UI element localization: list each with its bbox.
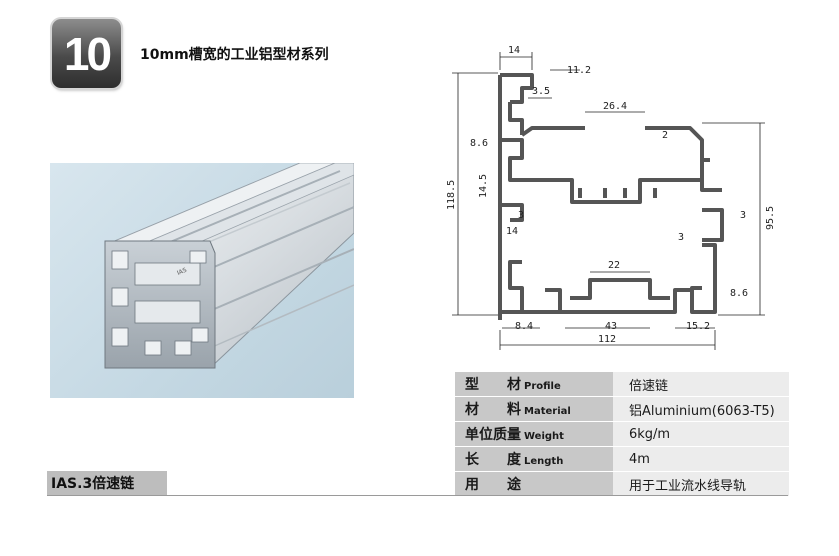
profile-outline <box>498 73 724 320</box>
dim-slot-depth: 11.2 <box>567 65 591 76</box>
spec-value: 倍速链 <box>613 372 789 397</box>
series-number: 10 <box>63 27 112 80</box>
footer-bar: IAS.3倍速链 <box>47 471 788 496</box>
profile-section-drawing: 14 11.2 3.5 26.4 2 8.6 118.5 14.5 3 3 95… <box>440 40 800 360</box>
spec-label-cn: 单位质量 <box>465 427 521 443</box>
dim-right-slot: 8.6 <box>730 288 748 299</box>
extrusion-illustration: IAS <box>104 163 354 369</box>
dim-lip: 3.5 <box>532 86 550 97</box>
spec-row-usage: 用 途 用于工业流水线导轨 <box>455 471 789 497</box>
spec-label-en: Weight <box>524 431 564 442</box>
series-number-badge: 10 <box>52 19 121 88</box>
svg-text:IAS: IAS <box>176 267 188 277</box>
spec-value: 6kg/m <box>613 421 789 447</box>
dim-side-slot: 8.6 <box>470 138 488 149</box>
dim-top-width: 14 <box>508 45 520 56</box>
dim-overall-width: 112 <box>598 334 616 345</box>
spec-value: 铝Aluminium(6063-T5) <box>613 396 789 422</box>
dim-left-lower: 14 <box>506 226 518 237</box>
spec-label-cn: 用 途 <box>465 477 521 493</box>
spec-label-en: Profile <box>524 381 561 392</box>
dim-bottom-right: 15.2 <box>686 321 710 332</box>
spec-label-cn: 型 材 <box>465 377 521 393</box>
spec-label-en: Length <box>524 456 564 467</box>
spec-value: 4m <box>613 446 789 472</box>
dim-inner-wall: 3 <box>678 232 684 243</box>
dim-height-right: 95.5 <box>765 206 776 230</box>
dim-slot-offset: 14.5 <box>478 174 489 198</box>
dim-wall: 2 <box>662 130 668 141</box>
dim-wall-left: 3 <box>518 210 524 221</box>
dim-wall-right: 3 <box>740 210 746 221</box>
spec-label-cn: 长 度 <box>465 452 521 468</box>
dim-inner-span: 26.4 <box>603 101 627 112</box>
product-photo: IAS <box>50 163 354 398</box>
footer-label: IAS.3倍速链 <box>47 471 167 495</box>
dimension-lines <box>452 52 765 350</box>
spec-label-en: Material <box>524 406 571 417</box>
spec-label-cn: 材 料 <box>465 402 521 418</box>
dim-bottom-center: 43 <box>605 321 617 332</box>
dim-bottom-slot: 22 <box>608 260 620 271</box>
series-title: 10mm槽宽的工业铝型材系列 <box>140 47 329 63</box>
dim-overall-height: 118.5 <box>446 180 457 210</box>
spec-value: 用于工业流水线导轨 <box>613 471 789 497</box>
dim-bottom-left: 8.4 <box>515 321 533 332</box>
